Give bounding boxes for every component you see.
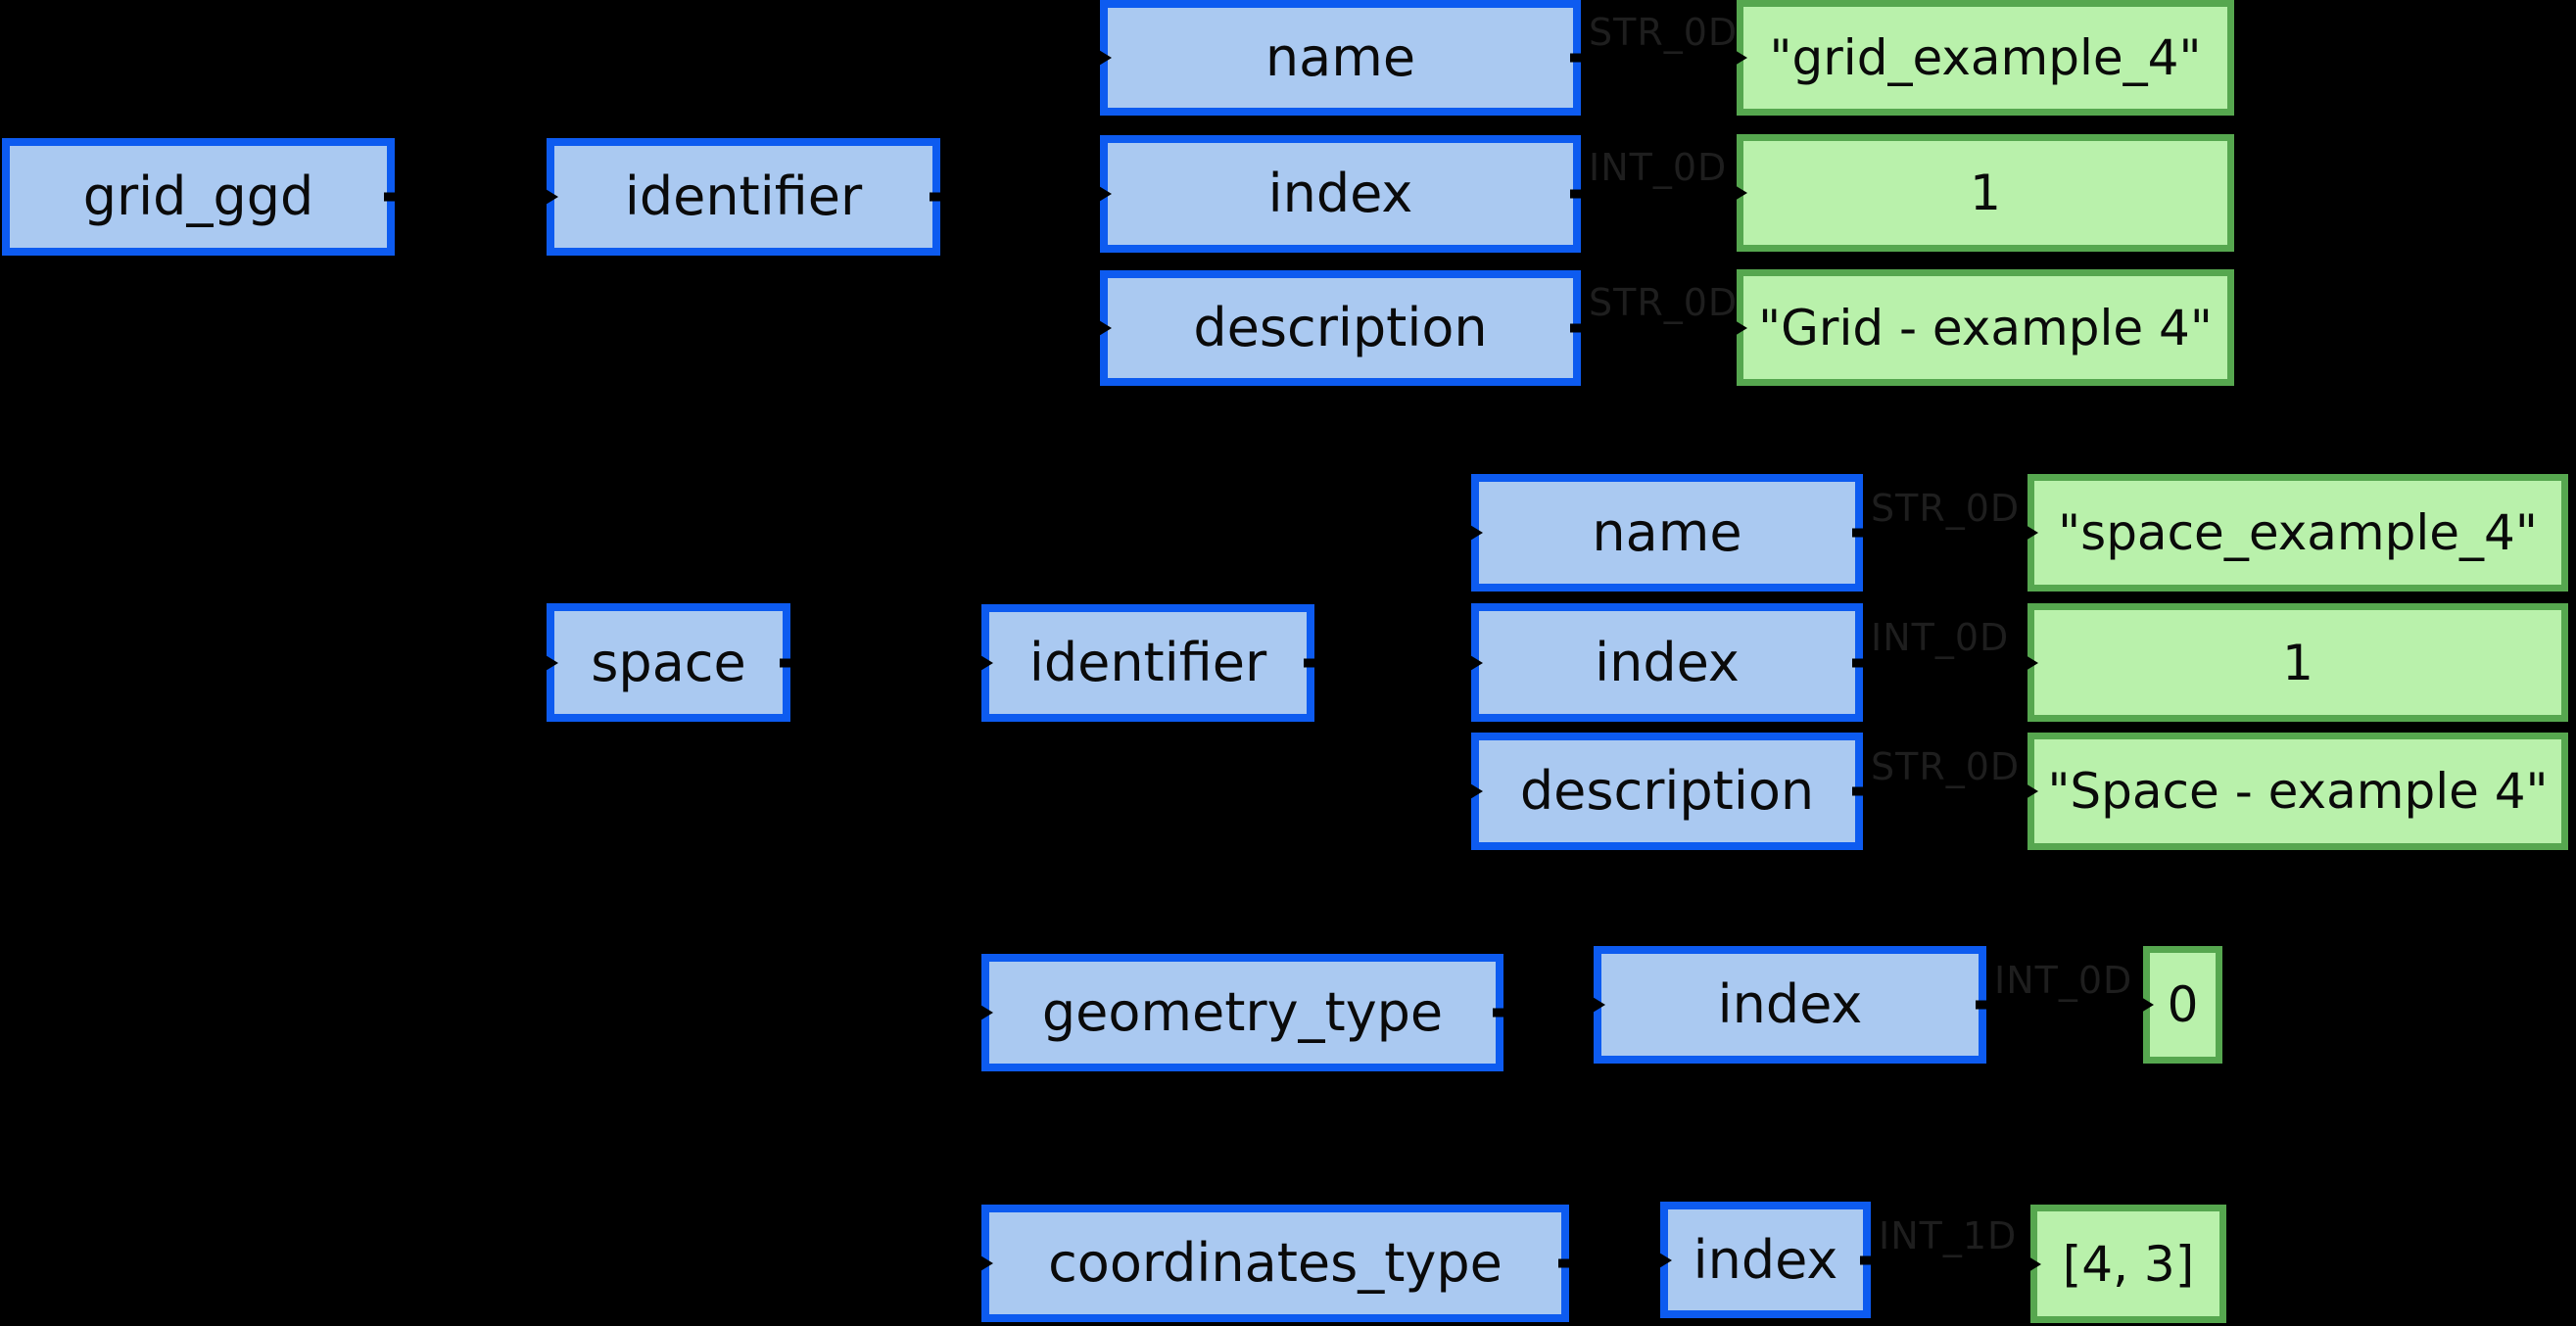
node-space-identifier-index: index [1471, 603, 1863, 722]
node-coordinates-type-index: index [1660, 1202, 1871, 1318]
edge-type-label-geometry-index: INT_0D [1994, 959, 2133, 1002]
node-space-identifier-name: name [1471, 474, 1863, 592]
node-geometry-type: geometry_type [981, 954, 1503, 1071]
node-grid-identifier: identifier [547, 138, 940, 256]
edge-type-label-grid-description: STR_0D [1589, 281, 1739, 324]
edge-type-label-space-description: STR_0D [1871, 745, 2021, 788]
edge-type-label-grid-index: INT_0D [1589, 146, 1728, 189]
value-space-description: "Space - example 4" [2027, 733, 2568, 850]
node-space-identifier-description: description [1471, 733, 1863, 850]
node-grid-identifier-description: description [1100, 270, 1581, 386]
node-grid-ggd: grid_ggd [2, 138, 395, 256]
value-grid-index: 1 [1737, 134, 2234, 252]
value-grid-description: "Grid - example 4" [1737, 269, 2234, 386]
edge-type-label-space-name: STR_0D [1871, 487, 2021, 530]
value-grid-name: "grid_example_4" [1737, 0, 2234, 116]
node-geometry-type-index: index [1594, 946, 1986, 1064]
value-space-index: 1 [2027, 603, 2568, 722]
value-geometry-type-index: 0 [2143, 946, 2222, 1064]
node-grid-identifier-name: name [1100, 0, 1581, 116]
node-grid-identifier-index: index [1100, 135, 1581, 253]
node-space: space [547, 603, 790, 722]
node-space-identifier: identifier [981, 604, 1314, 722]
value-space-name: "space_example_4" [2027, 474, 2568, 592]
edge-type-label-grid-name: STR_0D [1589, 11, 1739, 54]
edge-type-label-coordinates-index: INT_1D [1879, 1214, 2018, 1257]
value-coordinates-type-index: [4, 3] [2030, 1205, 2226, 1323]
edge-type-label-space-index: INT_0D [1871, 616, 2010, 659]
node-coordinates-type: coordinates_type [981, 1205, 1569, 1322]
